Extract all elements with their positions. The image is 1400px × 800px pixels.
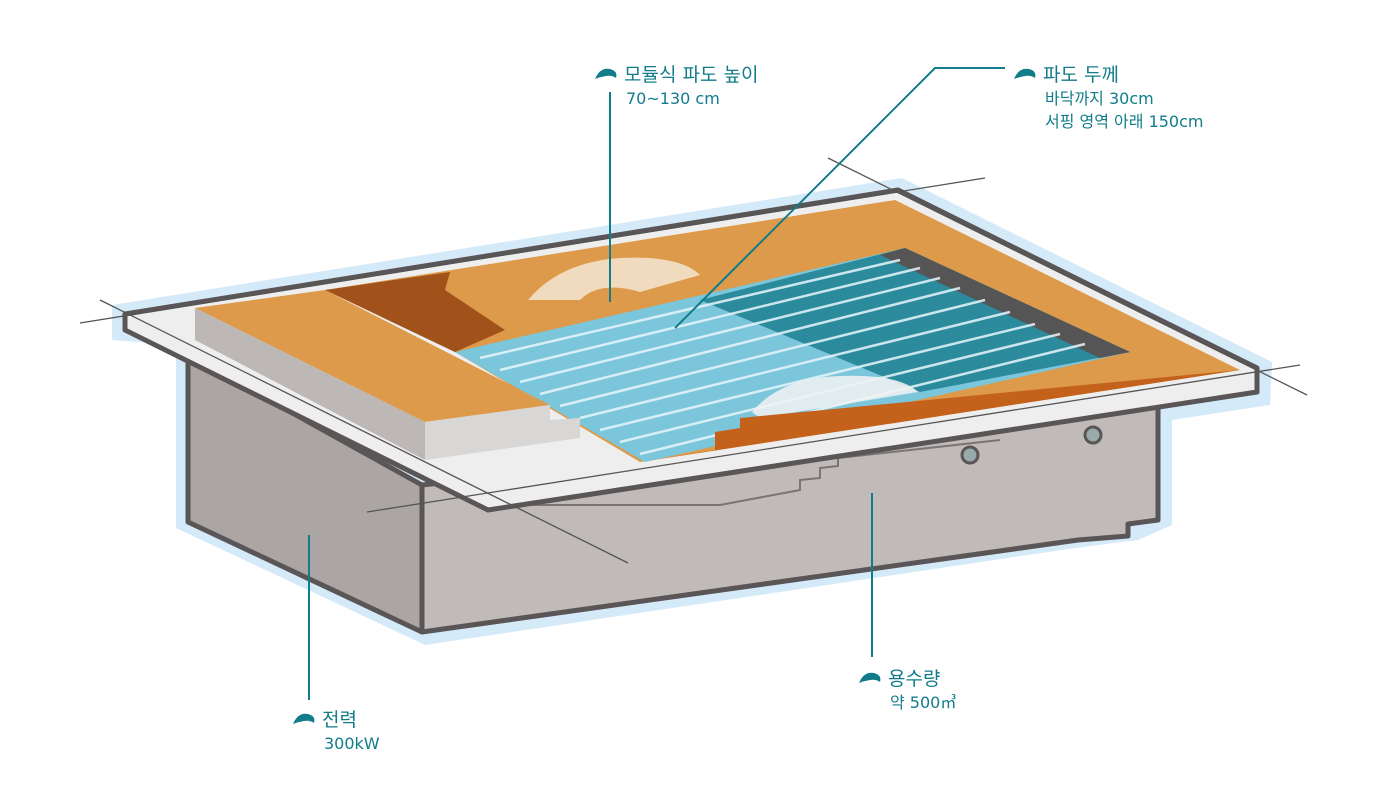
wave-marker-icon — [1014, 68, 1036, 79]
wave-module-left — [528, 257, 700, 300]
grate — [880, 248, 1130, 358]
wave-depth-line-1: 바닥까지 30cm — [1045, 89, 1154, 108]
stepped-profile — [488, 439, 1001, 506]
rim-shadow — [325, 272, 505, 352]
wave-depth-title: 파도 두께 — [1043, 64, 1119, 86]
leader-lines — [308, 67, 1005, 700]
pipe-hole — [1083, 425, 1103, 445]
right-steps — [640, 370, 1240, 462]
power-value: 300kW — [324, 734, 380, 753]
water-volume-value: 약 500㎥ — [890, 693, 957, 712]
water-stripes — [479, 258, 1086, 456]
pipe-hole — [960, 445, 980, 465]
label-water-volume: 용수량 약 500㎥ — [858, 664, 956, 714]
wave-marker-icon — [293, 713, 315, 724]
wave-height-value: 70~130 cm — [626, 89, 720, 108]
label-wave-height: 모듈식 파도 높이 70~130 cm — [594, 60, 758, 110]
wave-module-right — [752, 375, 918, 418]
wave-marker-icon — [595, 68, 617, 79]
deep-water — [700, 248, 1130, 392]
left-platform-side — [425, 405, 580, 460]
left-platform-front — [195, 308, 425, 460]
power-title: 전력 — [322, 709, 357, 731]
label-power: 전력 300kW — [292, 705, 380, 755]
wave-height-title: 모듈식 파도 높이 — [624, 64, 759, 86]
wave-depth-line-2: 서핑 영역 아래 150cm — [1045, 112, 1204, 131]
left-platform-top — [195, 290, 550, 422]
water-volume-title: 용수량 — [888, 668, 941, 690]
wave-marker-icon — [859, 672, 881, 683]
label-wave-depth: 파도 두께 바닥까지 30cm 서핑 영역 아래 150cm — [1013, 60, 1204, 133]
axis-lines — [79, 157, 1308, 564]
